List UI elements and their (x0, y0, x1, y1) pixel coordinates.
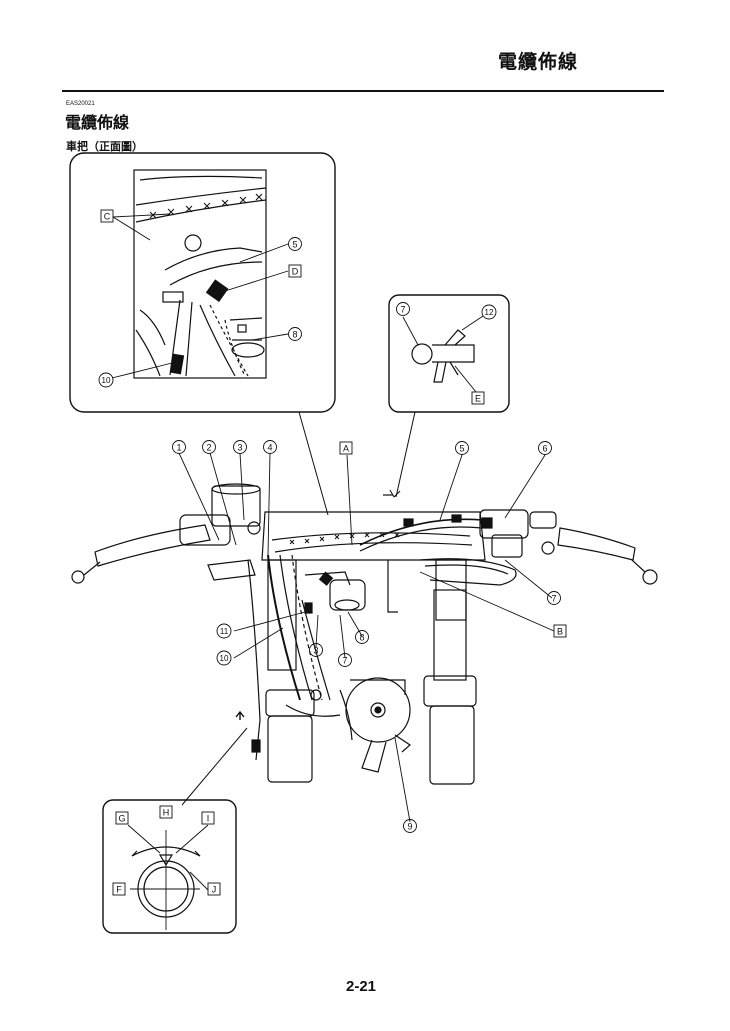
inset-angle-detail (102, 799, 237, 934)
cross-marks (149, 193, 263, 219)
label-A: A (343, 444, 349, 454)
callout-8: 8 (292, 330, 297, 340)
callout-7-lower: 7 (342, 656, 347, 666)
inset-closeup (69, 152, 336, 413)
callout-6: 6 (542, 444, 547, 454)
callout-10: 10 (102, 376, 111, 385)
callout-11: 11 (220, 627, 229, 636)
callout-4: 4 (267, 443, 272, 453)
subsection-title: 車把（正面圖） (66, 140, 143, 153)
callout-5: 5 (292, 240, 297, 250)
inset-clamp-detail (388, 294, 510, 413)
label-H: H (163, 808, 170, 818)
callout-5-main: 5 (459, 444, 464, 454)
callout-10-main: 10 (220, 654, 229, 663)
callout-3: 3 (237, 443, 242, 453)
page-number: 2-21 (346, 978, 377, 995)
callout-1: 1 (176, 443, 181, 453)
label-D: D (292, 267, 299, 277)
label-I: I (207, 814, 210, 824)
number-callouts (98, 237, 561, 833)
label-F: F (116, 885, 122, 895)
callout-12: 12 (485, 308, 494, 317)
section-title: 電纜佈線 (65, 113, 130, 132)
main-handlebar-drawing (71, 452, 658, 823)
label-B: B (557, 627, 563, 637)
label-E: E (475, 394, 481, 404)
callout-9: 9 (407, 822, 412, 832)
callout-7-right: 7 (551, 594, 556, 604)
label-C: C (104, 212, 111, 222)
header-rule (62, 90, 664, 92)
callout-3-lower: 3 (313, 646, 318, 656)
callout-8-main: 8 (359, 633, 364, 643)
callout-7: 7 (400, 305, 405, 315)
header-title: 電纜佈線 (498, 51, 579, 73)
callout-2: 2 (206, 443, 211, 453)
label-J: J (212, 885, 217, 895)
document-code: EAS20021 (66, 101, 95, 107)
label-G: G (118, 814, 125, 824)
letter-callouts (100, 209, 567, 896)
